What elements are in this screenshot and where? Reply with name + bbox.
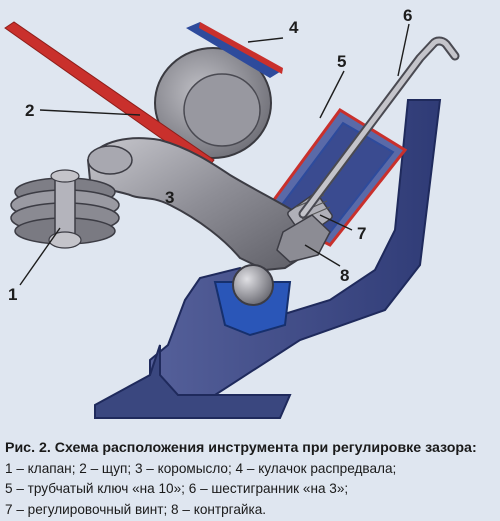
wrench-upper-arm-red [199,22,283,74]
leader-lines [19,23,410,286]
label-rocker-arm: 3 [165,188,174,207]
tool-arrangement-diagram: 1 2 3 4 5 6 7 8 [4,6,460,419]
caption-line-2: 5 – трубчатый ключ «на 10»; 6 – шестигра… [5,481,349,496]
caption-line-3: 7 – регулировочный винт; 8 – контргайка. [5,501,267,517]
label-tubular-wrench: 5 [337,52,346,71]
camshaft-cam [154,47,272,159]
rocker-ball [232,264,274,306]
valve [10,169,120,249]
label-camshaft-cam: 4 [289,18,299,37]
caption-line-1: 1 – клапан; 2 – щуп; 3 – коромысло; 4 – … [5,460,397,476]
caption-title: Рис. 2. Схема расположения инструмента п… [5,440,477,456]
label-hex-key: 6 [403,6,412,25]
lock-nut [276,214,331,263]
figure-caption: Рис. 2. Схема расположения инструмента п… [5,438,497,520]
label-lock-nut: 8 [340,266,349,285]
hex-key [298,36,460,219]
wrench-upper-arm [186,22,283,78]
feeler-gauge [4,21,215,171]
label-valve: 1 [8,285,17,304]
label-feeler-gauge: 2 [25,101,34,120]
rocker-pad [87,145,133,175]
casting-base [94,344,292,419]
label-adjusting-screw: 7 [357,224,366,243]
